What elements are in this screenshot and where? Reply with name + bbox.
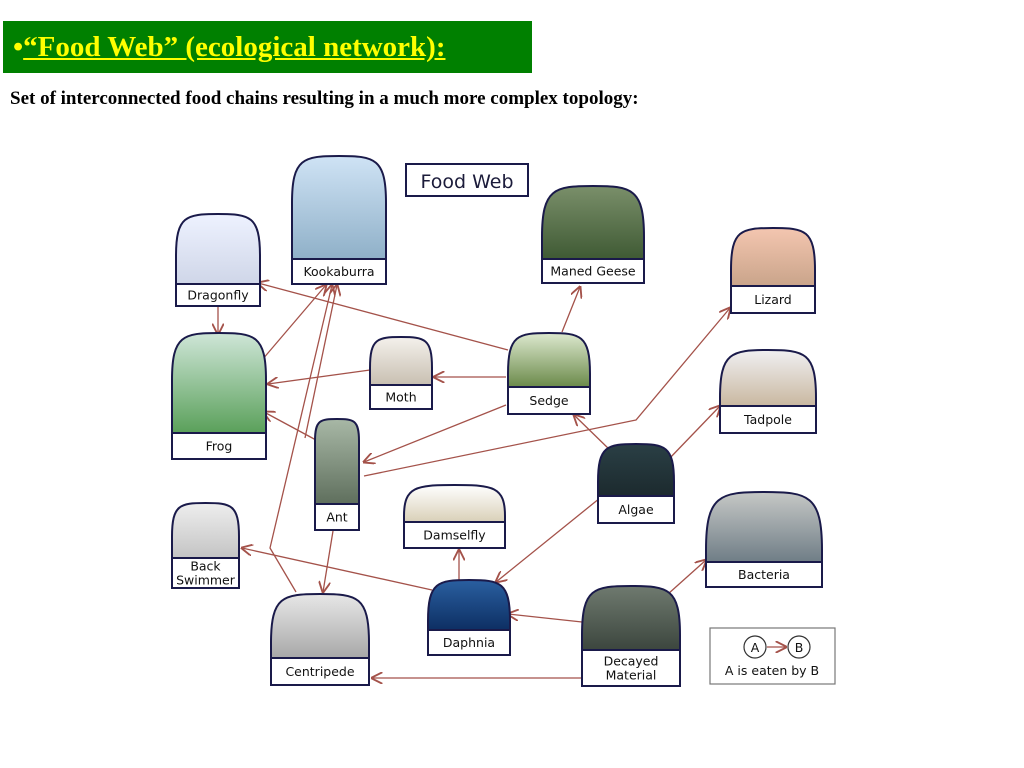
node-damselfly: Damselfly bbox=[403, 483, 506, 549]
daphnia-label: Daphnia bbox=[443, 635, 495, 650]
kookaburra-picture bbox=[291, 154, 387, 260]
node-frog: Frog bbox=[171, 331, 267, 460]
lizard-picture bbox=[730, 226, 816, 287]
legend-node-b bbox=[787, 635, 811, 659]
ant-label-box bbox=[314, 503, 360, 531]
dragonfly-picture bbox=[175, 212, 261, 285]
maned-geese-picture bbox=[541, 184, 645, 260]
lizard-label-box bbox=[730, 285, 816, 314]
food-web-heading: Food Web bbox=[405, 163, 529, 197]
node-dragonfly: Dragonfly bbox=[175, 212, 261, 307]
bacteria-picture bbox=[705, 490, 823, 563]
tadpole-label: Tadpole bbox=[743, 412, 792, 427]
decayed-material-picture bbox=[581, 584, 681, 651]
tadpole-label-box bbox=[719, 405, 817, 434]
maned-geese-label: Maned Geese bbox=[550, 264, 636, 279]
damselfly-label-box bbox=[403, 521, 506, 549]
daphnia-label-box bbox=[427, 629, 511, 656]
arrow-ant-to-kookaburra bbox=[304, 285, 337, 439]
back-swimmer-label-box bbox=[171, 557, 240, 589]
node-ant: Ant bbox=[314, 417, 360, 531]
back-swimmer-picture bbox=[171, 501, 240, 559]
legend-a-label: A bbox=[751, 640, 760, 655]
arrow-decayed-to-bacteria bbox=[667, 560, 706, 595]
slide-title-box: •“Food Web” (ecological network): bbox=[3, 21, 532, 73]
kookaburra-label: Kookaburra bbox=[303, 264, 374, 279]
kookaburra-label-box bbox=[291, 258, 387, 285]
node-centripede: Centripede bbox=[270, 592, 370, 686]
svg-text:Food Web: Food Web bbox=[420, 171, 513, 193]
frog-picture bbox=[171, 331, 267, 434]
ant-label: Ant bbox=[326, 510, 347, 525]
node-lizard: Lizard bbox=[730, 226, 816, 314]
tadpole-picture bbox=[719, 348, 817, 407]
arrow-ant-to-centripede bbox=[323, 530, 334, 592]
centripede-picture bbox=[270, 592, 370, 659]
decayed-material-label: Decayed bbox=[604, 654, 659, 669]
daphnia-picture bbox=[427, 578, 511, 631]
frog-label: Frog bbox=[206, 439, 233, 454]
arrow-ant-to-frog bbox=[264, 412, 317, 441]
node-tadpole: Tadpole bbox=[719, 348, 817, 434]
arrow-sedge-to-ant bbox=[364, 404, 507, 462]
node-maned-geese: Maned Geese bbox=[541, 184, 645, 284]
legend: A B A is eaten by B bbox=[709, 627, 836, 685]
maned-geese-label-box bbox=[541, 258, 645, 284]
algae-picture bbox=[597, 442, 675, 497]
node-kookaburra: Kookaburra bbox=[291, 154, 387, 285]
node-algae: Algae bbox=[597, 442, 675, 524]
title-bullet: • bbox=[13, 31, 24, 63]
arrow-algae-to-tadpole bbox=[667, 406, 720, 461]
node-moth: Moth bbox=[369, 335, 433, 410]
dragonfly-label-box bbox=[175, 283, 261, 307]
moth-label: Moth bbox=[385, 390, 416, 405]
arrow-algae-to-daphnia bbox=[496, 497, 601, 582]
centripede-label-box bbox=[270, 657, 370, 686]
arrow-sedge-to-dragonfly bbox=[258, 283, 509, 351]
moth-picture bbox=[369, 335, 433, 386]
arrow-daphnia-to-backswimmer bbox=[242, 548, 433, 591]
bacteria-label: Bacteria bbox=[738, 567, 790, 582]
arrow-centripede-to-kookaburra bbox=[269, 285, 332, 593]
node-bacteria: Bacteria bbox=[705, 490, 823, 588]
centripede-label: Centripede bbox=[285, 664, 354, 679]
node-daphnia: Daphnia bbox=[427, 578, 511, 656]
moth-label-box bbox=[369, 384, 433, 410]
bacteria-label-box bbox=[705, 561, 823, 588]
food-web-nodes: Dragonfly Kookaburra Maned GeeseLizardFrog… bbox=[171, 154, 823, 687]
decayed-material-label-box bbox=[581, 649, 681, 687]
arrow-algae-to-sedge bbox=[574, 415, 613, 453]
slide-title: “Food Web” (ecological network): bbox=[23, 31, 446, 63]
algae-label-box bbox=[597, 495, 675, 524]
dragonfly-label: Dragonfly bbox=[187, 288, 249, 303]
arrow-ant-to-lizard bbox=[363, 308, 730, 477]
frog-label-box bbox=[171, 432, 267, 460]
arrow-frog-to-kookaburra bbox=[261, 285, 326, 361]
arrow-sedge-to-geese bbox=[561, 287, 580, 333]
decayed-material-label: Material bbox=[606, 668, 657, 683]
arrow-decayed-to-daphnia bbox=[508, 614, 583, 623]
lizard-label: Lizard bbox=[754, 292, 792, 307]
ant-picture bbox=[314, 417, 360, 505]
legend-node-a bbox=[743, 635, 767, 659]
back-swimmer-label: Swimmer bbox=[176, 573, 236, 588]
sedge-picture bbox=[507, 331, 591, 388]
algae-label: Algae bbox=[618, 502, 654, 517]
slide-subtitle: Set of interconnected food chains result… bbox=[10, 88, 639, 109]
node-sedge: Sedge bbox=[507, 331, 591, 415]
legend-text: A is eaten by B bbox=[725, 663, 819, 678]
back-swimmer-label: Back bbox=[190, 559, 221, 574]
sedge-label: Sedge bbox=[529, 393, 568, 408]
food-web-arrows bbox=[218, 283, 730, 678]
damselfly-label: Damselfly bbox=[423, 528, 486, 543]
arrow-moth-to-frog bbox=[268, 369, 371, 384]
damselfly-picture bbox=[403, 483, 506, 523]
sedge-label-box bbox=[507, 386, 591, 415]
legend-b-label: B bbox=[795, 640, 804, 655]
